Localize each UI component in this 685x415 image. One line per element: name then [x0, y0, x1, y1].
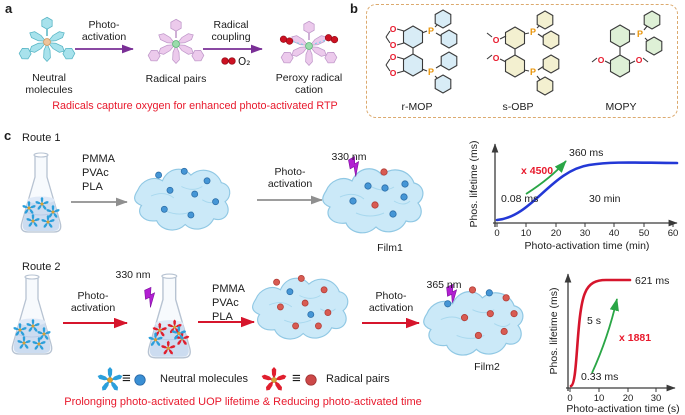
panel-b-label: b	[350, 1, 358, 16]
wavelength-330nm-label: 330 nm	[331, 151, 367, 163]
chart1-fold-increase: x 4500	[521, 165, 553, 177]
atom-o: O	[636, 55, 643, 65]
chart1-saturation-time: 30 min	[589, 193, 621, 205]
route1-activation-label: Photo-activation	[267, 166, 313, 191]
chart1-tick: 60	[668, 228, 679, 239]
legend-radical-ball-icon	[305, 374, 317, 386]
film1-label: Film1	[377, 242, 403, 254]
route2-polymer-pmma: PMMA	[212, 283, 245, 295]
panel-c-label: c	[4, 128, 12, 143]
wavelength-365nm-label: 365 nm	[426, 279, 462, 291]
route1-polymer-pmma: PMMA	[82, 153, 115, 165]
chart2-tick: 20	[623, 393, 634, 404]
chart2-saturation-time: 5 s	[587, 315, 601, 327]
chart2-film2-curve	[569, 278, 632, 388]
legend-neutral-molecule-icon	[97, 367, 123, 392]
radical-pairs-label: Radical pairs	[145, 73, 207, 85]
route2-title: Route 2	[22, 261, 61, 273]
route2-polymer-pvac: PVAc	[212, 297, 239, 309]
chart1-y-axis-label: Phos. lifetime (ms)	[468, 141, 480, 228]
panel-a-caption: Radicals capture oxygen for enhanced pho…	[52, 100, 338, 112]
route1-title: Route 1	[22, 132, 61, 144]
chart1-enhancement-arrow	[525, 160, 567, 195]
flask-route2-before	[11, 274, 53, 355]
chart1-tick: 0	[494, 228, 499, 239]
neutral-molecule-drawing	[18, 17, 76, 61]
wavelength-330nm-label: 330 nm	[115, 269, 151, 281]
chart1-tick: 40	[609, 228, 620, 239]
chart2-lifetime-vs-time: Phos. lifetime (ms) 0 10 20 30 Photo-act…	[548, 273, 680, 415]
chart2-initial-lifetime: 0.33 ms	[581, 371, 618, 383]
atom-o: O	[493, 53, 500, 63]
route1-polymer-pla: PLA	[82, 181, 103, 193]
neutral-molecules-label: Neutral molecules	[25, 72, 73, 97]
photo-activation-label: Photo-activation	[81, 19, 127, 44]
route1-polymer-pvac: PVAc	[82, 167, 109, 179]
panel-c-caption: Prolonging photo-activated UOP lifetime …	[64, 396, 422, 408]
chart2-y-axis-label: Phos. lifetime (ms)	[548, 288, 560, 375]
legend-equiv-symbol: ≡	[122, 370, 131, 387]
atom-o: O	[390, 40, 397, 50]
atom-o: O	[390, 68, 397, 78]
legend-equiv-symbol: ≡	[292, 370, 301, 387]
mopy-structure: O O P	[591, 10, 663, 78]
chart2-fold-increase: x 1881	[619, 332, 651, 344]
r-mop-label: r-MOP	[401, 101, 433, 113]
panel-b-border	[366, 4, 678, 118]
film-route2-doped	[252, 274, 349, 340]
atom-p: P	[428, 26, 434, 36]
radical-pairs-drawing	[147, 19, 205, 63]
peroxy-radical-drawing	[280, 21, 338, 65]
film1-drawing	[322, 168, 424, 234]
flask-route1	[20, 152, 62, 233]
chart2-tick: 10	[594, 393, 605, 404]
chart2-x-axis-label: Photo-activation time (s)	[566, 403, 679, 415]
flask-route2-after	[147, 273, 191, 359]
chart1-lifetime-vs-time: Phos. lifetime (ms) 0 10 20 30 40 50 60 …	[468, 141, 679, 252]
sobp-structure: O O P P	[486, 10, 560, 96]
atom-o: O	[493, 35, 500, 45]
film2-label: Film2	[474, 361, 500, 373]
legend-neutral-label: Neutral molecules	[160, 373, 249, 385]
chart1-tick: 20	[551, 228, 562, 239]
route2-polymer-pla: PLA	[212, 311, 233, 323]
oxygen-molecule-icon: O₂	[221, 56, 250, 68]
film2-drawing	[423, 286, 524, 356]
peroxy-radical-cation-label: Peroxy radical cation	[275, 72, 343, 97]
atom-o: O	[390, 52, 397, 62]
chart1-tick: 30	[580, 228, 591, 239]
chart2-tick-marks	[569, 388, 657, 392]
mopy-label: MOPY	[605, 101, 637, 113]
chart1-tick: 10	[521, 228, 532, 239]
legend-neutral-ball-icon	[134, 374, 146, 386]
chart1-x-axis-label: Photo-activation time (min)	[525, 240, 650, 252]
s-obp-label: s-OBP	[502, 101, 534, 113]
atom-p: P	[637, 29, 643, 39]
oxygen-label: O₂	[238, 56, 250, 68]
panel-a-label: a	[5, 1, 13, 16]
atom-p: P	[530, 27, 536, 37]
chart1-film1-curve	[495, 161, 679, 222]
chart1-max-lifetime: 360 ms	[569, 147, 603, 159]
chart1-initial-lifetime: 0.08 ms	[501, 193, 538, 205]
radical-coupling-label: Radical coupling	[211, 19, 251, 44]
chart2-tick: 0	[567, 393, 572, 404]
rmop-structure: O O O O P P	[385, 9, 458, 94]
route2-activation2-label: Photo-activation	[368, 290, 414, 315]
film-route1-doped	[134, 167, 231, 231]
chart2-tick: 30	[651, 393, 662, 404]
chart2-enhancement-arrow	[591, 298, 619, 374]
atom-o: O	[390, 24, 397, 34]
uv-lightning-icon	[141, 286, 160, 309]
chart1-tick: 50	[639, 228, 650, 239]
legend-radical-pairs-label: Radical pairs	[326, 373, 390, 385]
chart2-max-lifetime: 621 ms	[635, 275, 669, 287]
route2-activation1-label: Photo-activation	[70, 290, 116, 315]
legend-radical-molecule-icon	[261, 367, 287, 392]
atom-p: P	[428, 67, 434, 77]
chart1-tick-marks	[496, 223, 674, 227]
atom-o: O	[598, 55, 605, 65]
atom-p: P	[530, 67, 536, 77]
